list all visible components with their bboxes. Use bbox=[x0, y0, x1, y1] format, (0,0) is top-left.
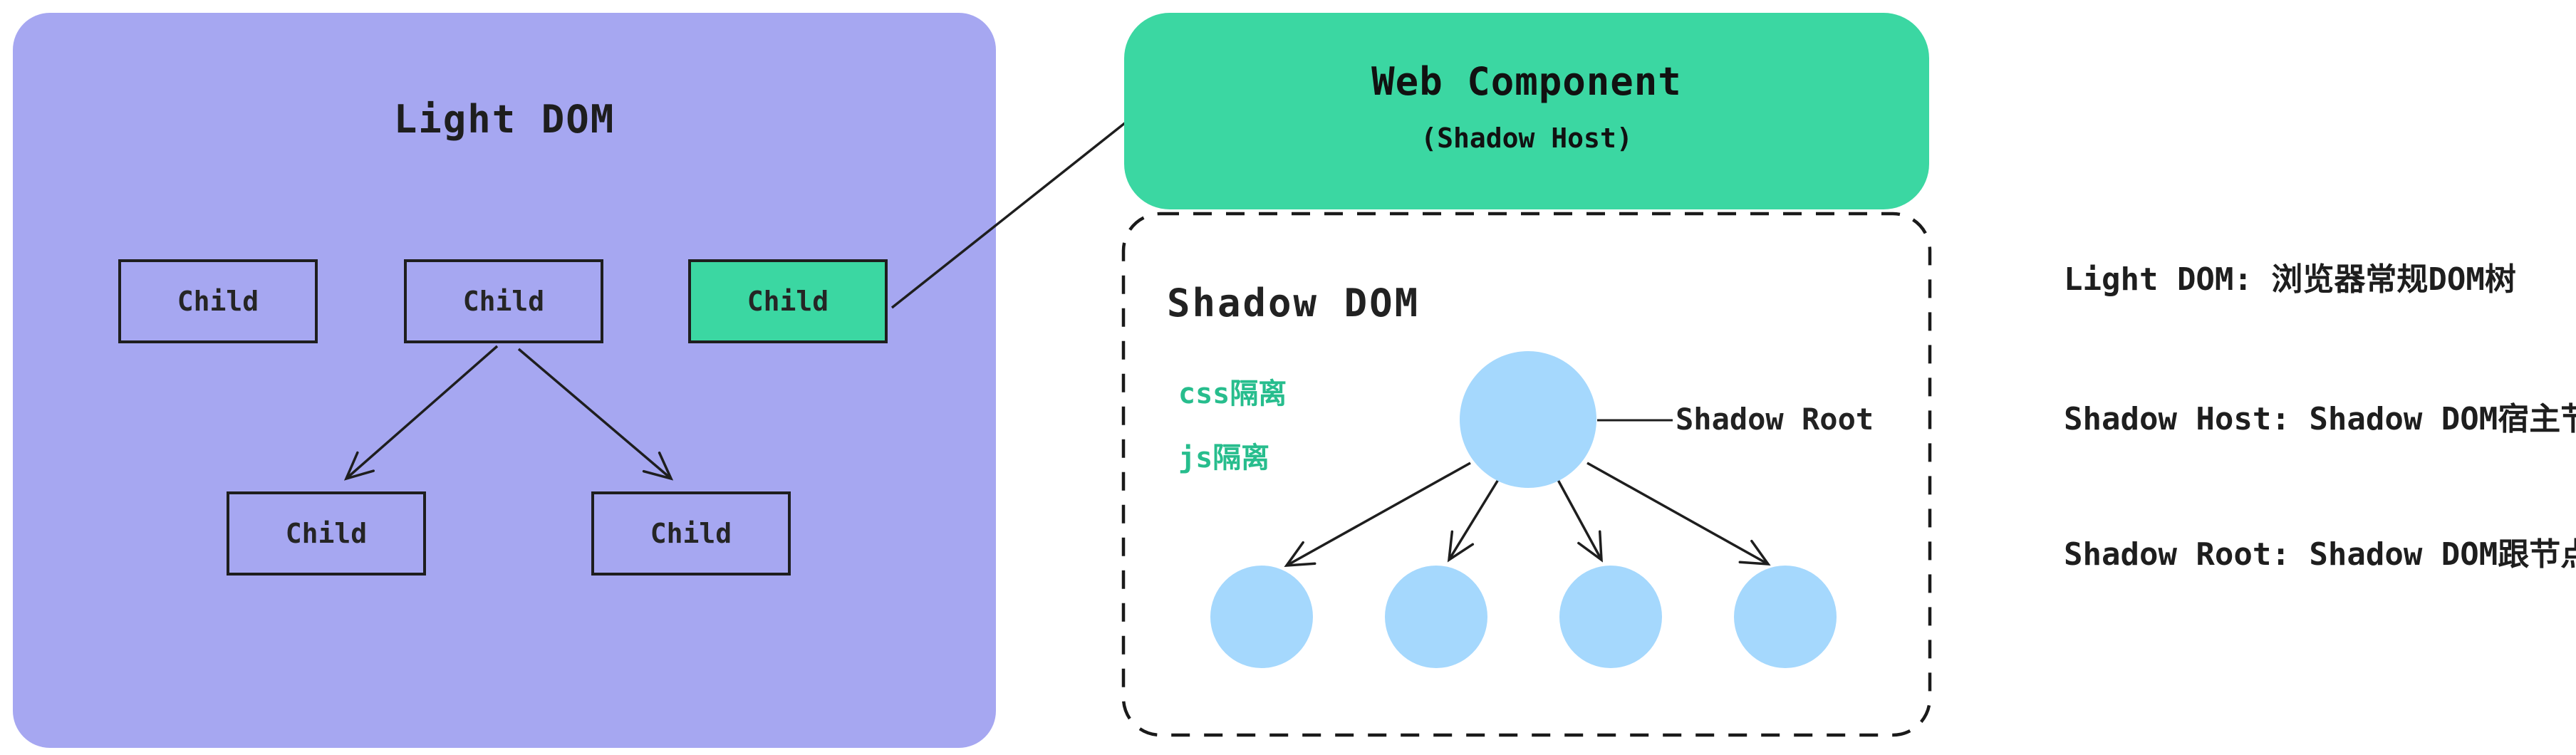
shadow-root-label: Shadow Root bbox=[1676, 402, 1874, 437]
shadow-child-node bbox=[1734, 566, 1837, 668]
shadow-root-arrow-2 bbox=[1449, 478, 1500, 560]
child-label: Child bbox=[462, 286, 545, 317]
shadow-root-arrow-1 bbox=[1287, 462, 1471, 566]
light-dom-child-box: Child bbox=[118, 259, 318, 343]
child-label: Child bbox=[747, 286, 829, 317]
shadow-child-node bbox=[1385, 566, 1487, 668]
css-isolation-label: css隔离 bbox=[1178, 378, 1287, 410]
legend-item-shadow-host: Shadow Host: Shadow DOM宿主节点 bbox=[2064, 401, 2576, 437]
shadow-root-arrow-4 bbox=[1586, 462, 1768, 564]
shadow-root-arrow-3 bbox=[1556, 478, 1601, 560]
light-dom-child-box-shadow-host: Child bbox=[688, 259, 888, 343]
web-component-box: Web Component (Shadow Host) bbox=[1124, 13, 1929, 209]
shadow-dom-title: Shadow DOM bbox=[1167, 281, 1421, 326]
web-component-title: Web Component bbox=[1371, 58, 1682, 104]
legend-item-shadow-root: Shadow Root: Shadow DOM跟节点 bbox=[2064, 536, 2576, 573]
child-label: Child bbox=[650, 518, 732, 549]
js-isolation-label: js隔离 bbox=[1178, 442, 1270, 474]
light-dom-child-box: Child bbox=[404, 259, 603, 343]
child-label: Child bbox=[177, 286, 259, 317]
child-label: Child bbox=[285, 518, 368, 549]
shadow-child-node bbox=[1210, 566, 1313, 668]
light-dom-child-box: Child bbox=[227, 491, 426, 576]
light-dom-container bbox=[13, 13, 996, 748]
legend-item-light-dom: Light DOM: 浏览器常规DOM树 bbox=[2064, 261, 2516, 298]
shadow-child-node bbox=[1559, 566, 1662, 668]
light-dom-child-box: Child bbox=[591, 491, 791, 576]
web-component-subtitle: (Shadow Host) bbox=[1421, 122, 1633, 154]
light-dom-title: Light DOM bbox=[393, 97, 616, 142]
shadow-root-node bbox=[1460, 351, 1596, 488]
